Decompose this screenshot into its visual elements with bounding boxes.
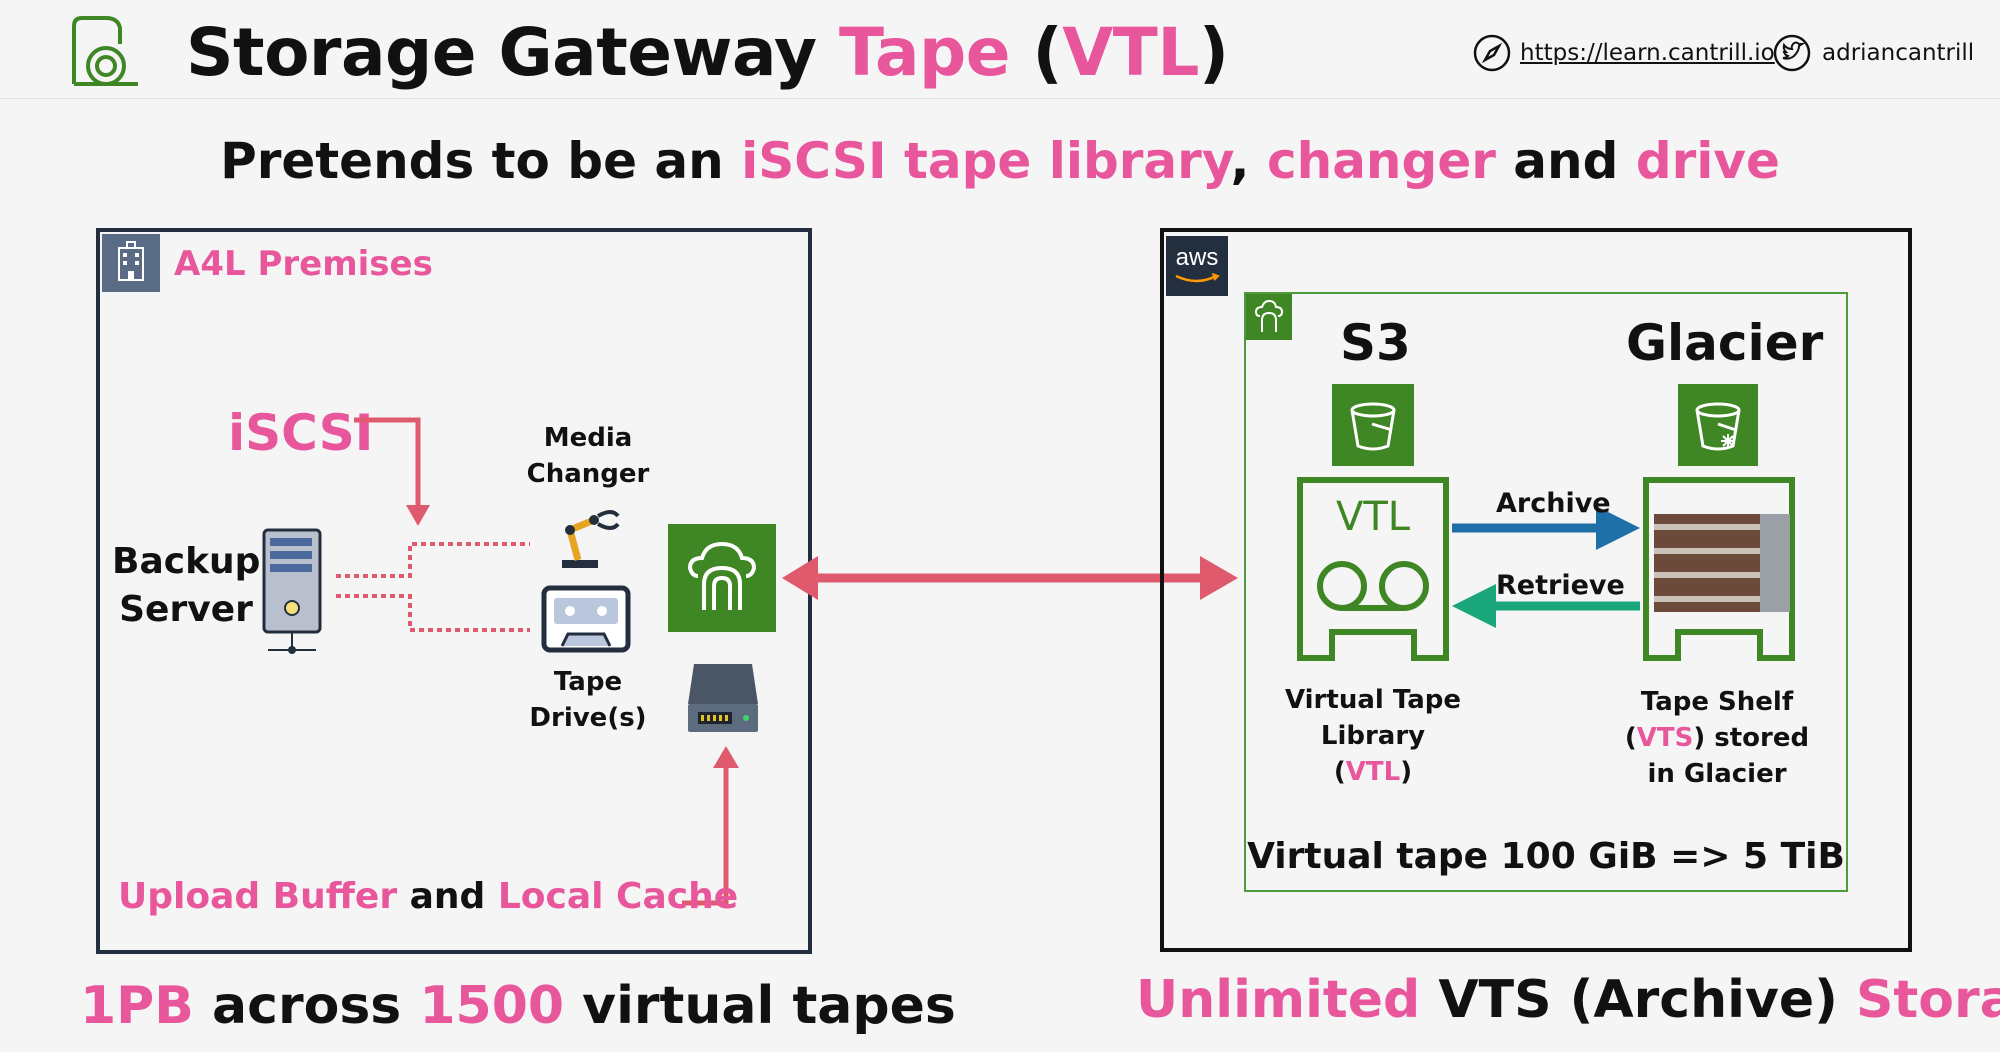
retrieve-label: Retrieve [1496,570,1625,601]
gateway-cloud-icon [668,524,776,632]
bottom-right-caption: Unlimited VTS (Archive) Storage [1136,970,2000,1030]
header-bar [0,0,2000,99]
aws-logo-icon: aws [1166,236,1228,296]
tape-shelf-icon [1643,477,1795,661]
appliance-icon [688,664,758,732]
building-icon [102,234,160,292]
tape-gateway-logo-icon [72,16,138,86]
iscsi-label: iSCSI [228,404,374,462]
vtl-icon [1297,477,1449,661]
region-gateway-icon [1246,294,1292,340]
cassette-icon [541,585,631,653]
twitter-handle[interactable]: adriancantrill [1822,40,1975,66]
aws-cloud-box [1160,228,1912,952]
twitter-icon [1773,34,1811,72]
upload-buffer-label: Upload Buffer and Local Cache [118,876,739,917]
page-title: Storage Gateway Tape (VTL) [186,14,1229,91]
aws-region-box [1244,292,1848,892]
bottom-left-caption: 1PB across 1500 virtual tapes [80,976,956,1036]
capacity-label: Virtual tape 100 GiB => 5 TiB [1247,836,1845,877]
s3-label: S3 [1340,314,1411,372]
premises-title: A4L Premises [174,244,433,284]
glacier-label: Glacier [1626,314,1824,372]
vtl-icon-text: VTL [1335,494,1411,540]
subtitle: Pretends to be an iSCSI tape library, ch… [220,132,1780,190]
server-icon [262,528,322,654]
glacier-bucket-icon [1678,384,1758,466]
archive-label: Archive [1496,488,1611,519]
bucket-icon [1332,384,1414,466]
compass-icon [1473,34,1511,72]
robot-arm-icon [562,510,620,568]
site-link[interactable]: https://learn.cantrill.io [1520,40,1775,66]
